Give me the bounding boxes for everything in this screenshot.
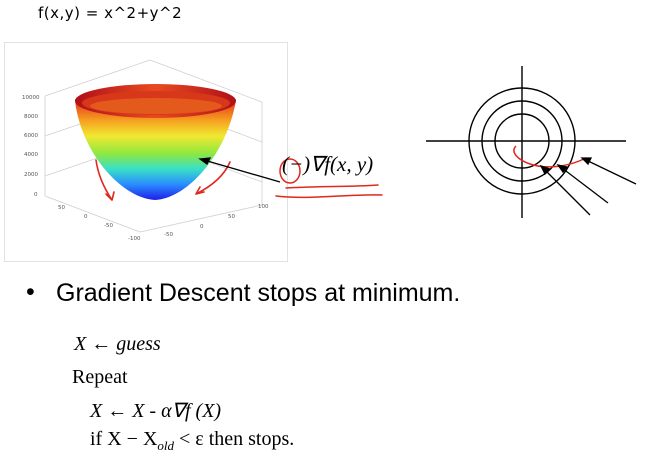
gradient-label: (−)∇f(x, y) <box>282 152 374 176</box>
minus-circle-annotation <box>279 158 301 184</box>
y-tick: -50 <box>164 232 173 238</box>
algorithm-line-guess: X ← guess <box>74 333 161 355</box>
contour-diagram <box>426 66 626 218</box>
y-tick: 50 <box>228 214 235 220</box>
algorithm-line-stop: if X − Xold < ε then stops. <box>90 428 295 453</box>
algorithm-line-repeat: Repeat <box>72 366 128 388</box>
y-tick: 100 <box>258 204 269 210</box>
x-tick: 50 <box>58 205 65 211</box>
y-tick: 0 <box>200 224 204 230</box>
algorithm-line-update: X ← X - α∇f (X) <box>90 400 222 422</box>
descent-annotation-marks <box>95 159 231 201</box>
underline-annotation <box>275 194 383 199</box>
descent-path <box>513 145 587 168</box>
z-tick: 6000 <box>24 133 38 139</box>
z-tick: 2000 <box>24 172 38 178</box>
z-tick: 0 <box>34 192 38 198</box>
gradient-arrow <box>198 157 281 183</box>
paraboloid-surface <box>75 89 236 200</box>
bullet-marker: • <box>26 278 35 306</box>
function-title: f(x,y) = x^2+y^2 <box>38 4 183 22</box>
x-tick: -100 <box>128 236 141 242</box>
x-tick: -50 <box>104 223 113 229</box>
z-tick: 4000 <box>24 152 38 158</box>
z-tick: 8000 <box>24 114 38 120</box>
bullet-text: Gradient Descent stops at minimum. <box>56 279 461 307</box>
x-tick: 0 <box>84 214 88 220</box>
contour-gradient-arrows <box>539 157 637 216</box>
z-tick: 10000 <box>22 95 40 101</box>
